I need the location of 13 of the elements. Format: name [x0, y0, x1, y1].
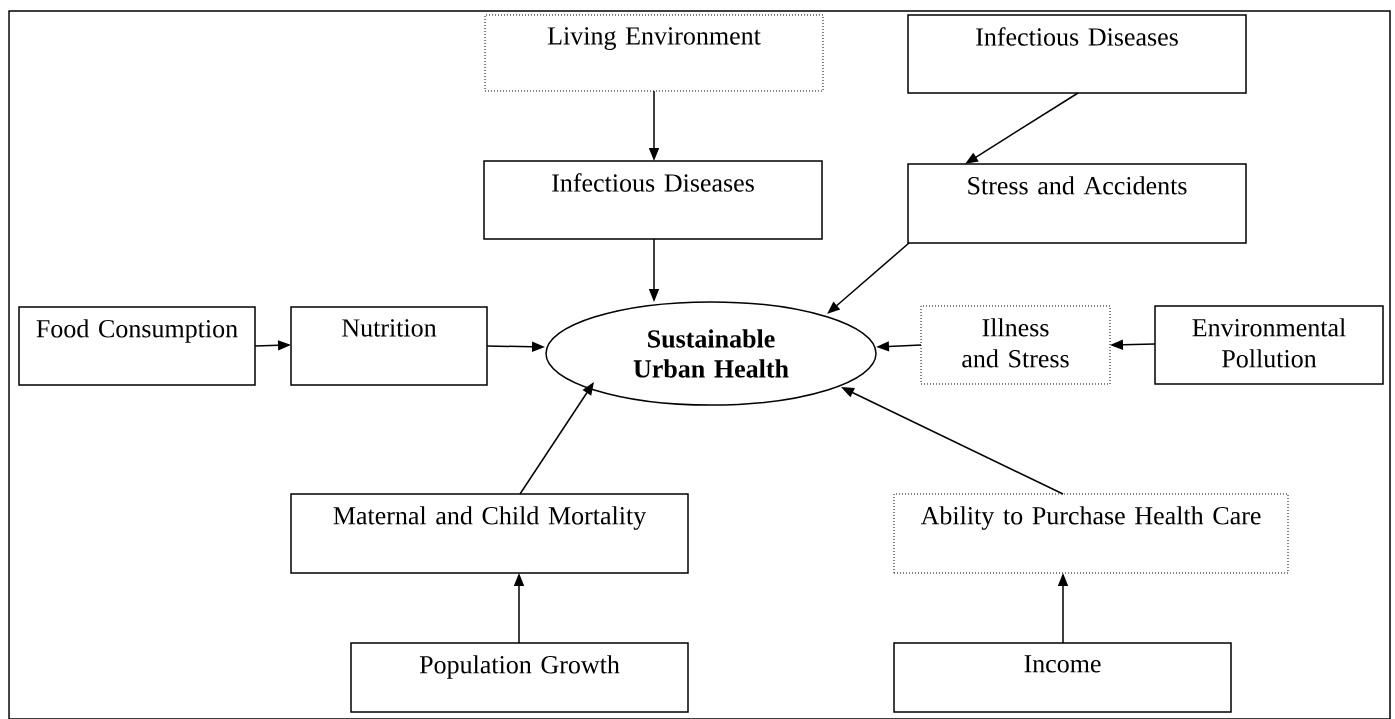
process-box: Food Consumption [18, 306, 256, 386]
process-box: Living Environment [484, 14, 824, 92]
process-box: Stress and Accidents [907, 163, 1247, 244]
process-box: Maternal and Child Mortality [290, 493, 689, 574]
process-box: Nutrition [290, 306, 488, 386]
process-box: Infectious Diseases [483, 160, 823, 240]
process-box: Illness and Stress [920, 305, 1111, 385]
process-box: Environmental Pollution [1154, 305, 1384, 385]
process-box: Population Growth [350, 642, 689, 713]
arrow [827, 242, 910, 314]
process-box: Infectious Diseases [907, 14, 1247, 94]
process-box: Ability to Purchase Health Care [893, 493, 1289, 574]
process-box: Income [893, 642, 1232, 713]
